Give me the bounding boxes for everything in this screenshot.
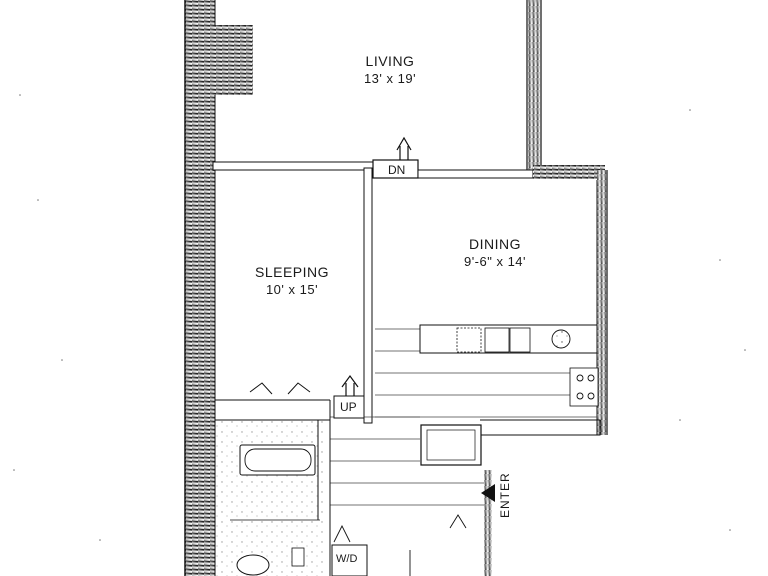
dining-dims: 9'-6" x 14' bbox=[463, 254, 527, 269]
living-right-wall bbox=[526, 0, 542, 170]
room-label-sleeping: SLEEPING 10' x 15' bbox=[240, 264, 344, 297]
sleeping-partition bbox=[363, 167, 373, 424]
room-label-living: LIVING 13' x 19' bbox=[340, 53, 440, 86]
exterior-wall-left bbox=[184, 0, 253, 576]
entry-arrow bbox=[481, 484, 495, 502]
room-label-dining: DINING 9'-6" x 14' bbox=[440, 236, 550, 269]
living-dims: 13' x 19' bbox=[363, 71, 417, 86]
living-name: LIVING bbox=[365, 53, 415, 69]
sleeping-name: SLEEPING bbox=[254, 264, 330, 280]
entry-floor bbox=[329, 400, 492, 576]
background-specks bbox=[13, 94, 746, 541]
sleeping-dims: 10' x 15' bbox=[265, 282, 319, 297]
stair-up-arrow bbox=[333, 374, 365, 419]
entry-label: ENTER bbox=[498, 472, 512, 518]
sleeping-lower-wall bbox=[215, 382, 330, 421]
kitchen-area bbox=[375, 324, 601, 466]
washer-dryer-closet bbox=[331, 514, 467, 576]
dining-name: DINING bbox=[469, 236, 521, 252]
bathroom bbox=[215, 420, 325, 576]
dining-right-wall bbox=[533, 165, 608, 435]
washer-dryer-label: W/D bbox=[336, 553, 358, 565]
stair-down-arrow bbox=[396, 136, 412, 160]
stair-down-label: DN bbox=[388, 163, 406, 177]
living-lower-wall bbox=[212, 159, 534, 179]
stair-up-label: UP bbox=[340, 400, 357, 414]
